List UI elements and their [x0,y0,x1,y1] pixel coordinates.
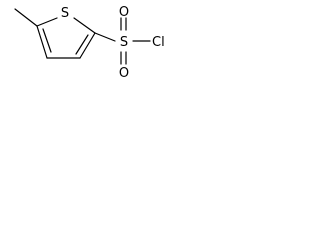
atom-chlorine: Cl [152,35,165,50]
bond-c2-c3-inner [75,34,89,55]
bond-c4-c5-inner [42,28,52,53]
bond-c2-c3 [79,32,96,59]
bond-s1-c2 [73,17,96,34]
bond-methyl-c5 [14,8,38,27]
atom-oxygen-bottom: O [119,66,129,81]
atom-sulfur-sulfonyl: S [120,35,128,50]
atom-sulfur-ring: S [61,6,69,21]
bond-c5-s1 [36,17,58,27]
bond-c4-c5 [36,25,48,59]
chemical-structure: S S O O Cl [14,5,165,81]
atom-oxygen-top: O [119,5,129,20]
bond-c2-sulfonyl [94,32,116,42]
